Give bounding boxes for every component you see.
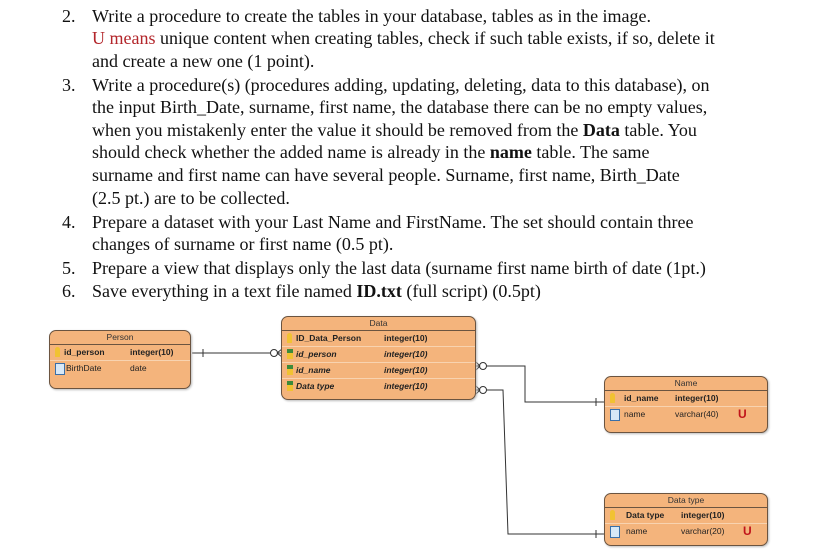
entity-data[interactable]: Data ID_Data_Person integer(10) id_person… bbox=[281, 316, 476, 400]
relation-data-datatype bbox=[476, 389, 604, 535]
text: should check whether the added name is a… bbox=[92, 142, 490, 162]
key-icon bbox=[287, 333, 292, 343]
unique-marker: U bbox=[738, 407, 747, 421]
item-6-line: Save everything in a text file named ID.… bbox=[92, 280, 541, 302]
column-type: integer(10) bbox=[130, 347, 174, 357]
entity-title: Person bbox=[50, 331, 190, 345]
item-3-line: (2.5 pt.) are to be collected. bbox=[92, 188, 290, 208]
item-3-line: when you mistakenly enter the value it s… bbox=[92, 119, 697, 141]
item-2-note: U means unique content when creating tab… bbox=[92, 27, 715, 49]
bold-text: ID.txt bbox=[356, 281, 402, 301]
item-3-line: should check whether the added name is a… bbox=[92, 141, 649, 163]
column-type: integer(10) bbox=[384, 333, 428, 343]
column-name: BirthDate bbox=[66, 363, 102, 373]
foreign-key-icon bbox=[287, 381, 293, 391]
column-type: integer(10) bbox=[675, 393, 719, 403]
entity-data-type[interactable]: Data type Data type integer(10) name varch… bbox=[604, 493, 768, 546]
item-2-note-2: and create a new one (1 point). bbox=[92, 51, 315, 71]
column-name: name bbox=[626, 526, 648, 536]
column-type: integer(10) bbox=[384, 365, 428, 375]
item-number: 4. bbox=[62, 212, 76, 232]
column-name: id_name bbox=[624, 393, 659, 403]
relation-data-name bbox=[476, 365, 604, 403]
item-number: 3. bbox=[62, 75, 76, 95]
item-number: 2. bbox=[62, 6, 76, 26]
column-type: date bbox=[130, 363, 147, 373]
text: when you mistakenly enter the value it s… bbox=[92, 120, 583, 140]
item-3-line: surname and first name can have several … bbox=[92, 165, 680, 185]
column-icon bbox=[610, 526, 620, 538]
foreign-key-icon bbox=[287, 365, 293, 375]
column-icon bbox=[610, 409, 620, 421]
key-icon bbox=[55, 347, 60, 357]
item-2-line: Write a procedure to create the tables i… bbox=[92, 6, 652, 26]
item-number: 6. bbox=[62, 281, 76, 301]
column-name: ID_Data_Person bbox=[296, 333, 362, 343]
bold-text: Data bbox=[582, 120, 620, 140]
entity-person[interactable]: Person id_person integer(10) BirthDate dat… bbox=[49, 330, 191, 389]
column-type: varchar(40) bbox=[675, 409, 719, 419]
item-number: 5. bbox=[62, 258, 76, 278]
column-icon bbox=[55, 363, 65, 375]
key-icon bbox=[610, 393, 615, 403]
text: table. You bbox=[619, 120, 697, 140]
key-icon bbox=[610, 510, 615, 520]
item-3-line: the input Birth_Date, surname, first nam… bbox=[92, 97, 708, 117]
u-means: U means bbox=[92, 28, 156, 48]
unique-marker: U bbox=[743, 524, 752, 538]
column-name: id_person bbox=[64, 347, 105, 357]
item-4-line: changes of surname or first name (0.5 pt… bbox=[92, 234, 394, 254]
column-type: integer(10) bbox=[384, 349, 428, 359]
column-type: integer(10) bbox=[384, 381, 428, 391]
column-name: id_person bbox=[296, 349, 337, 359]
item-5-line: Prepare a view that displays only the la… bbox=[92, 258, 706, 278]
text: (full script) (0.5pt) bbox=[401, 281, 541, 301]
column-type: integer(10) bbox=[681, 510, 725, 520]
entity-title: Name bbox=[605, 377, 767, 391]
text: table. The same bbox=[531, 142, 650, 162]
text: Save everything in a text file named bbox=[92, 281, 357, 301]
bold-text: name bbox=[489, 142, 532, 162]
entity-title: Data type bbox=[605, 494, 767, 508]
column-name: Data type bbox=[626, 510, 665, 520]
column-type: varchar(20) bbox=[681, 526, 725, 536]
entity-name[interactable]: Name id_name integer(10) name varchar(40) U bbox=[604, 376, 768, 433]
column-name: Data type bbox=[296, 381, 335, 391]
foreign-key-icon bbox=[287, 349, 293, 359]
column-name: id_name bbox=[296, 365, 331, 375]
note-text: unique content when creating tables, che… bbox=[155, 28, 715, 48]
item-4-line: Prepare a dataset with your Last Name an… bbox=[92, 212, 694, 232]
item-3-line: Write a procedure(s) (procedures adding,… bbox=[92, 75, 710, 95]
column-name: name bbox=[624, 409, 646, 419]
entity-title: Data bbox=[282, 317, 475, 331]
